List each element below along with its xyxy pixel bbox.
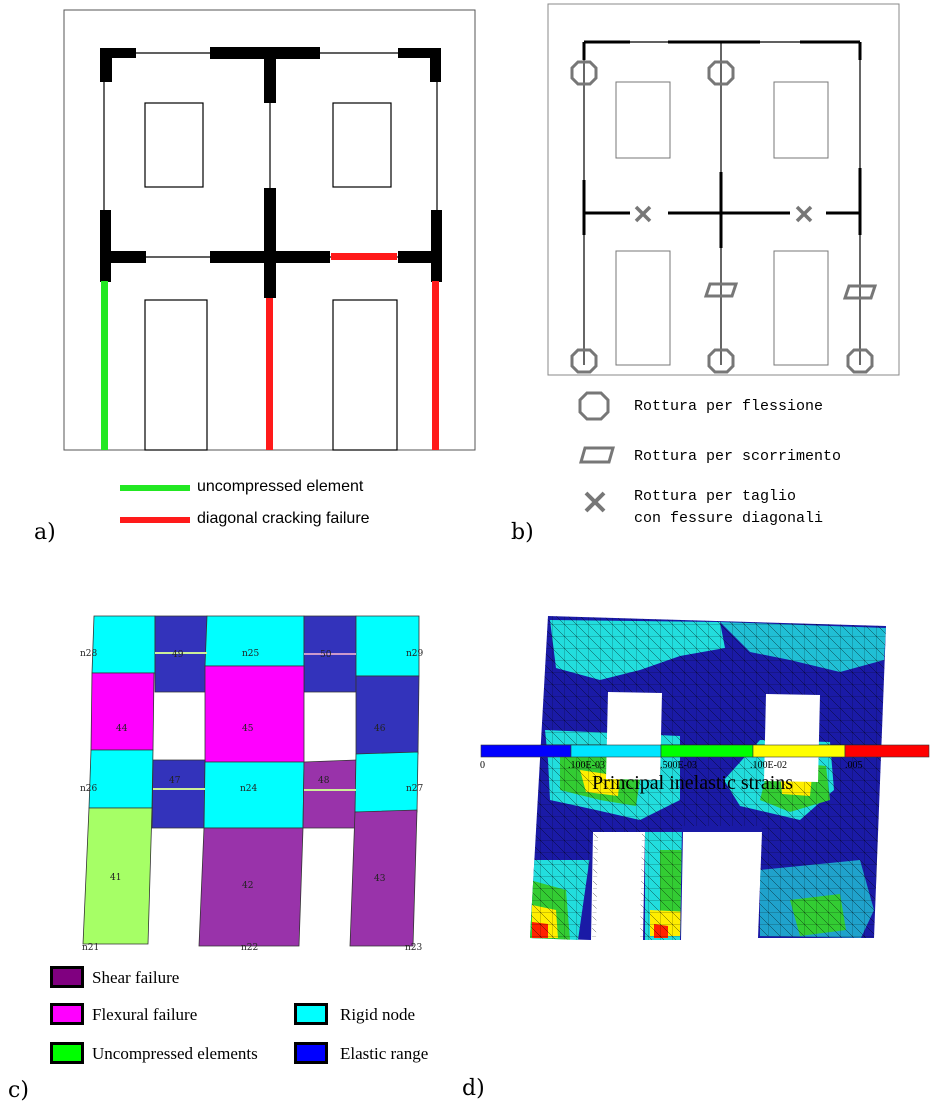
- legend-label-shear: Rottura per taglio con fessure diagonali: [634, 488, 824, 527]
- legend-label-flexural-failure: Flexural failure: [92, 1005, 198, 1024]
- octagon-markers: [570, 60, 874, 374]
- colorbar-title: Principal inelastic strains: [592, 772, 794, 794]
- cracked-pier-center: [266, 298, 273, 450]
- uncompressed-pier: [101, 281, 108, 450]
- colorbar-segment: [570, 744, 662, 758]
- octagon-icon: [846, 348, 874, 374]
- spandrel-47: [151, 759, 206, 829]
- cross-icon: [584, 491, 606, 513]
- parallelogram-icon: [842, 284, 878, 300]
- pier-45: [204, 665, 305, 763]
- pier-46: [355, 675, 420, 755]
- octagon-icon: [578, 391, 610, 421]
- legend-label-sliding: Rottura per scorrimento: [634, 448, 842, 465]
- cross-markers: [634, 205, 813, 223]
- panel-b-legend-icons: [578, 391, 615, 513]
- element-label: 43: [374, 874, 386, 884]
- rigid-node-n29: [355, 615, 420, 677]
- panel-a-legend: [120, 485, 190, 523]
- panel-label-c: c): [8, 1078, 29, 1103]
- colorbar-tick: .005: [845, 760, 863, 771]
- legend-swatch-elastic: [294, 1042, 328, 1064]
- rigid-node-n27: [354, 751, 419, 813]
- legend-label-uncompressed: uncompressed element: [197, 478, 364, 495]
- legend-swatch-flexural: [50, 1003, 84, 1025]
- legend-label-shear-failure: Shear failure: [92, 968, 180, 987]
- legend-label-uncompressed-elements: Uncompressed elements: [92, 1044, 258, 1063]
- panel-d-colorbar: [480, 744, 930, 758]
- colorbar-segment: [660, 744, 754, 758]
- rigid-node-n26: [88, 749, 154, 809]
- spandrel-48: [302, 759, 357, 829]
- element-label: 42: [242, 881, 254, 891]
- panel-c-diagram: [82, 615, 420, 947]
- rigid-node-n28: [91, 615, 156, 674]
- element-label: 50: [320, 650, 332, 660]
- parallelogram-markers: [703, 282, 878, 300]
- legend-label-elastic-range: Elastic range: [340, 1044, 429, 1063]
- colorbar-tick: 0: [480, 760, 485, 771]
- panel-label-d: d): [462, 1076, 485, 1101]
- node-label: n23: [405, 943, 423, 953]
- element-label: 47: [169, 776, 181, 786]
- element-label: 41: [110, 873, 122, 883]
- legend-swatch-green: [120, 485, 190, 491]
- parallelogram-icon: [703, 282, 739, 298]
- node-label: n24: [240, 784, 258, 794]
- panel-b-diagram: [547, 3, 900, 376]
- node-label: n21: [82, 943, 100, 953]
- parallelogram-icon: [579, 446, 615, 464]
- panel-label-b: b): [511, 520, 534, 545]
- element-label: 49: [172, 650, 184, 660]
- legend-label-flexure: Rottura per flessione: [634, 398, 824, 415]
- rigid-node-n24: [203, 761, 305, 829]
- pier-43: [349, 809, 418, 947]
- legend-swatch-shear: [50, 966, 84, 988]
- cracked-spandrel: [331, 253, 397, 260]
- octagon-icon: [570, 348, 598, 374]
- octagon-icon: [570, 60, 598, 86]
- element-label: 48: [318, 776, 330, 786]
- legend-label-diagonal-cracking: diagonal cracking failure: [197, 510, 370, 527]
- pier-44: [90, 672, 155, 751]
- element-label: 44: [116, 724, 128, 734]
- node-label: n28: [80, 649, 98, 659]
- octagon-icon: [707, 348, 735, 374]
- node-label: n27: [406, 784, 424, 794]
- panel-d-mesh: [530, 616, 886, 940]
- legend-swatch-uncompressed: [50, 1042, 84, 1064]
- element-label: 45: [242, 724, 254, 734]
- legend-swatch-red: [120, 517, 190, 523]
- node-label: n25: [242, 649, 260, 659]
- legend-swatch-rigid: [294, 1003, 328, 1025]
- pier-42: [198, 827, 304, 947]
- colorbar-segment: [844, 744, 930, 758]
- legend-label-rigid-node: Rigid node: [340, 1005, 416, 1024]
- octagon-icon: [707, 60, 735, 86]
- colorbar-tick: .100E-03: [568, 760, 605, 771]
- colorbar-segment: [480, 744, 572, 758]
- element-label: 46: [374, 724, 386, 734]
- node-label: n29: [406, 649, 424, 659]
- pier-41: [82, 807, 153, 945]
- colorbar-tick: .500E-03: [660, 760, 697, 771]
- cracked-pier-right: [432, 281, 439, 450]
- panel-label-a: a): [34, 520, 56, 545]
- node-label: n22: [241, 943, 259, 953]
- colorbar-tick: .100E-02: [750, 760, 787, 771]
- node-label: n26: [80, 784, 98, 794]
- colorbar-segment: [752, 744, 846, 758]
- panel-a-diagram: [63, 9, 476, 451]
